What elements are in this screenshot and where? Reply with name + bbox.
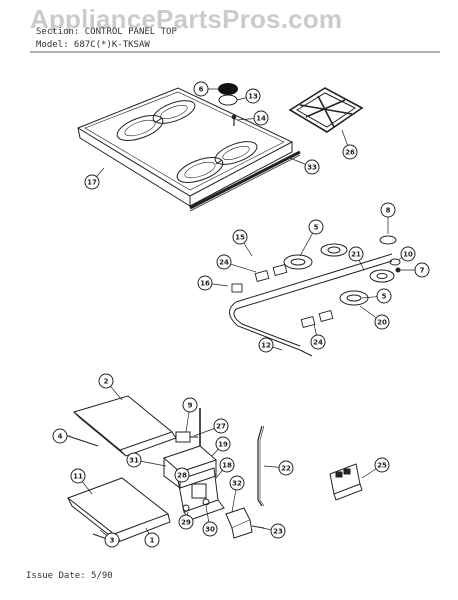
callout-circle	[374, 457, 390, 473]
callout-label: 6	[199, 86, 204, 94]
callout-circle	[245, 88, 261, 104]
callout-label: 8	[386, 207, 391, 215]
orifice-spud	[395, 267, 401, 273]
burner-valves	[231, 264, 334, 328]
callout-circle	[376, 288, 392, 304]
callout-circle	[342, 144, 358, 160]
callout-circle	[70, 468, 86, 484]
callout-label: 12	[261, 342, 271, 350]
callout-label: 17	[87, 179, 97, 187]
callout-label: 26	[345, 149, 355, 157]
callout-circle	[258, 337, 274, 353]
callout-circle	[232, 229, 248, 245]
callout-circle	[270, 523, 286, 539]
callout-circle	[197, 275, 213, 291]
grate	[288, 87, 364, 133]
lower-shield	[66, 477, 171, 543]
callout-label: 20	[377, 319, 387, 327]
callout-circle	[348, 246, 364, 262]
callout-circle	[215, 436, 231, 452]
gas-supply-line	[257, 425, 265, 507]
callout-circle	[182, 397, 198, 413]
callout-circle	[400, 246, 416, 262]
burner-ring-8	[379, 235, 397, 245]
callout-label: 24	[313, 339, 323, 347]
callout-circle	[84, 174, 100, 190]
callout-label: 14	[256, 115, 266, 123]
callout-circle	[126, 452, 142, 468]
callout-label: 3	[110, 537, 115, 545]
callout-label: 23	[273, 528, 283, 536]
callout-circle	[213, 418, 229, 434]
callout-label: 2	[104, 378, 109, 386]
issue-date: Issue Date: 5/90	[26, 571, 113, 581]
trim-strip	[189, 150, 301, 212]
callout-circle	[219, 457, 235, 473]
callout-label: 18	[222, 462, 232, 470]
callout-label: 5	[314, 224, 319, 232]
callout-circle	[414, 262, 430, 278]
callout-circle	[174, 467, 190, 483]
callout-label: 7	[420, 267, 425, 275]
callout-label: 11	[73, 473, 83, 481]
callout-label: 16	[200, 280, 210, 288]
callout-label: 31	[129, 457, 139, 465]
burner-cap	[218, 83, 238, 95]
callout-circle	[202, 521, 218, 537]
model-number: Model: 687C(*)K-TKSAW	[36, 40, 150, 50]
callout-circle	[144, 532, 160, 548]
callout-circle	[104, 532, 120, 548]
callout-circle	[253, 110, 269, 126]
callout-circle	[278, 460, 294, 476]
callout-circle	[374, 314, 390, 330]
callout-label: 27	[216, 423, 226, 431]
gas-valve	[225, 507, 265, 539]
section-title: Section: CONTROL PANEL TOP	[36, 27, 177, 37]
burner-heads	[283, 243, 395, 306]
callout-circle	[380, 202, 396, 218]
callout-label: 1	[150, 537, 155, 545]
callout-circle	[308, 219, 324, 235]
gas-regulator	[177, 467, 225, 521]
callout-label: 30	[205, 526, 215, 534]
gas-manifold	[229, 253, 393, 357]
orifice-10	[389, 258, 401, 266]
cooktop-panel	[76, 87, 294, 207]
upper-shield	[72, 395, 177, 457]
callout-label: 15	[235, 234, 245, 242]
callout-circle	[229, 475, 245, 491]
callout-circle	[52, 428, 68, 444]
callout-circle	[178, 514, 194, 530]
valve-bracket	[163, 408, 217, 489]
callout-label: 10	[403, 251, 413, 259]
callout-label: 9	[188, 402, 193, 410]
callout-label: 21	[351, 251, 361, 259]
callout-label: 24	[219, 259, 229, 267]
callout-label: 32	[232, 480, 242, 488]
callout-label: 25	[377, 462, 387, 470]
callout-label: 4	[58, 433, 63, 441]
callout-label: 33	[307, 164, 317, 172]
callout-circle	[216, 254, 232, 270]
spark-module	[329, 463, 363, 501]
callout-label: 19	[218, 441, 228, 449]
callout-label: 29	[181, 519, 191, 527]
callout-circle	[193, 81, 209, 97]
callout-circle	[310, 334, 326, 350]
callout-circle	[98, 373, 114, 389]
callout-circle	[304, 159, 320, 175]
callout-numbers: 1234556789101112131415161719182021222324…	[52, 81, 430, 548]
callout-label: 22	[281, 465, 291, 473]
callout-label: 13	[248, 93, 258, 101]
cap-ring	[218, 94, 238, 106]
callout-label: 28	[177, 472, 187, 480]
screw	[231, 114, 237, 126]
callout-label: 5	[382, 293, 387, 301]
